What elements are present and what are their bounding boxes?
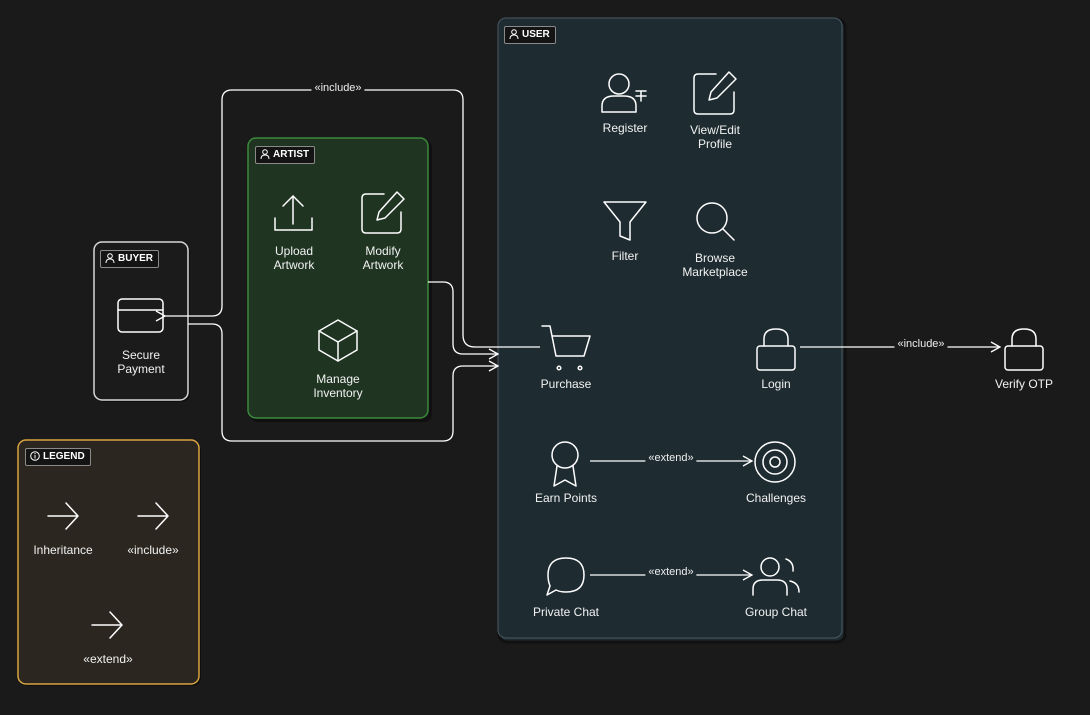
use-case-group-chat[interactable]: Group Chat <box>744 605 808 619</box>
legend-inheritance-arrow <box>47 502 79 530</box>
user-plus-icon <box>601 73 647 113</box>
edge-label-include-otp: «include» <box>894 338 948 350</box>
legend-include-arrow <box>137 502 169 530</box>
users-icon <box>752 557 800 596</box>
upload-icon <box>274 195 313 231</box>
use-case-filter[interactable]: Filter <box>611 249 639 263</box>
buyer-container-badge: BUYER <box>100 250 160 268</box>
legend-container-badge: LEGEND <box>25 448 91 466</box>
lock-icon <box>1004 328 1044 371</box>
funnel-icon <box>603 201 647 241</box>
chat-bubble-icon <box>546 557 585 596</box>
person-icon <box>509 29 519 40</box>
buyer-container <box>93 241 189 401</box>
use-case-login[interactable]: Login <box>761 377 791 391</box>
legend-include-label: «include» <box>127 543 179 557</box>
use-case-private-chat[interactable]: Private Chat <box>532 605 600 619</box>
edit-icon <box>361 191 405 234</box>
lock-icon <box>756 328 796 371</box>
edge-label-extend-chat: «extend» <box>645 566 697 578</box>
edit-icon <box>693 71 737 115</box>
edge-payment-purchase <box>188 323 500 442</box>
person-icon <box>105 253 115 264</box>
award-icon <box>551 441 579 487</box>
artist-container-badge: ARTIST <box>255 146 316 164</box>
legend-container <box>17 439 200 685</box>
legend-container-title: LEGEND <box>43 451 85 462</box>
user-container-badge: USER <box>504 26 556 44</box>
use-case-verify-otp[interactable]: Verify OTP <box>994 377 1054 391</box>
credit-card-icon <box>117 298 164 333</box>
person-icon <box>260 149 270 160</box>
buyer-container-title: BUYER <box>118 253 154 264</box>
edge-modify-purchase <box>428 281 500 360</box>
legend-extend-arrow <box>91 611 123 639</box>
edge-label-extend-points: «extend» <box>645 452 697 464</box>
search-icon <box>696 202 735 241</box>
artist-container-title: ARTIST <box>273 149 310 160</box>
use-case-challenges[interactable]: Challenges <box>745 491 807 505</box>
legend-inheritance-label: Inheritance <box>33 543 93 557</box>
use-case-purchase[interactable]: Purchase <box>540 377 592 391</box>
user-container-title: USER <box>522 29 550 40</box>
box-icon <box>318 319 358 362</box>
edge-label-include-top: «include» <box>311 82 365 94</box>
use-case-earn-points[interactable]: Earn Points <box>534 491 598 505</box>
cart-icon <box>541 325 591 371</box>
target-icon <box>754 441 796 483</box>
legend-extend-label: «extend» <box>83 652 133 666</box>
use-case-register[interactable]: Register <box>602 121 648 135</box>
info-icon <box>30 451 40 461</box>
